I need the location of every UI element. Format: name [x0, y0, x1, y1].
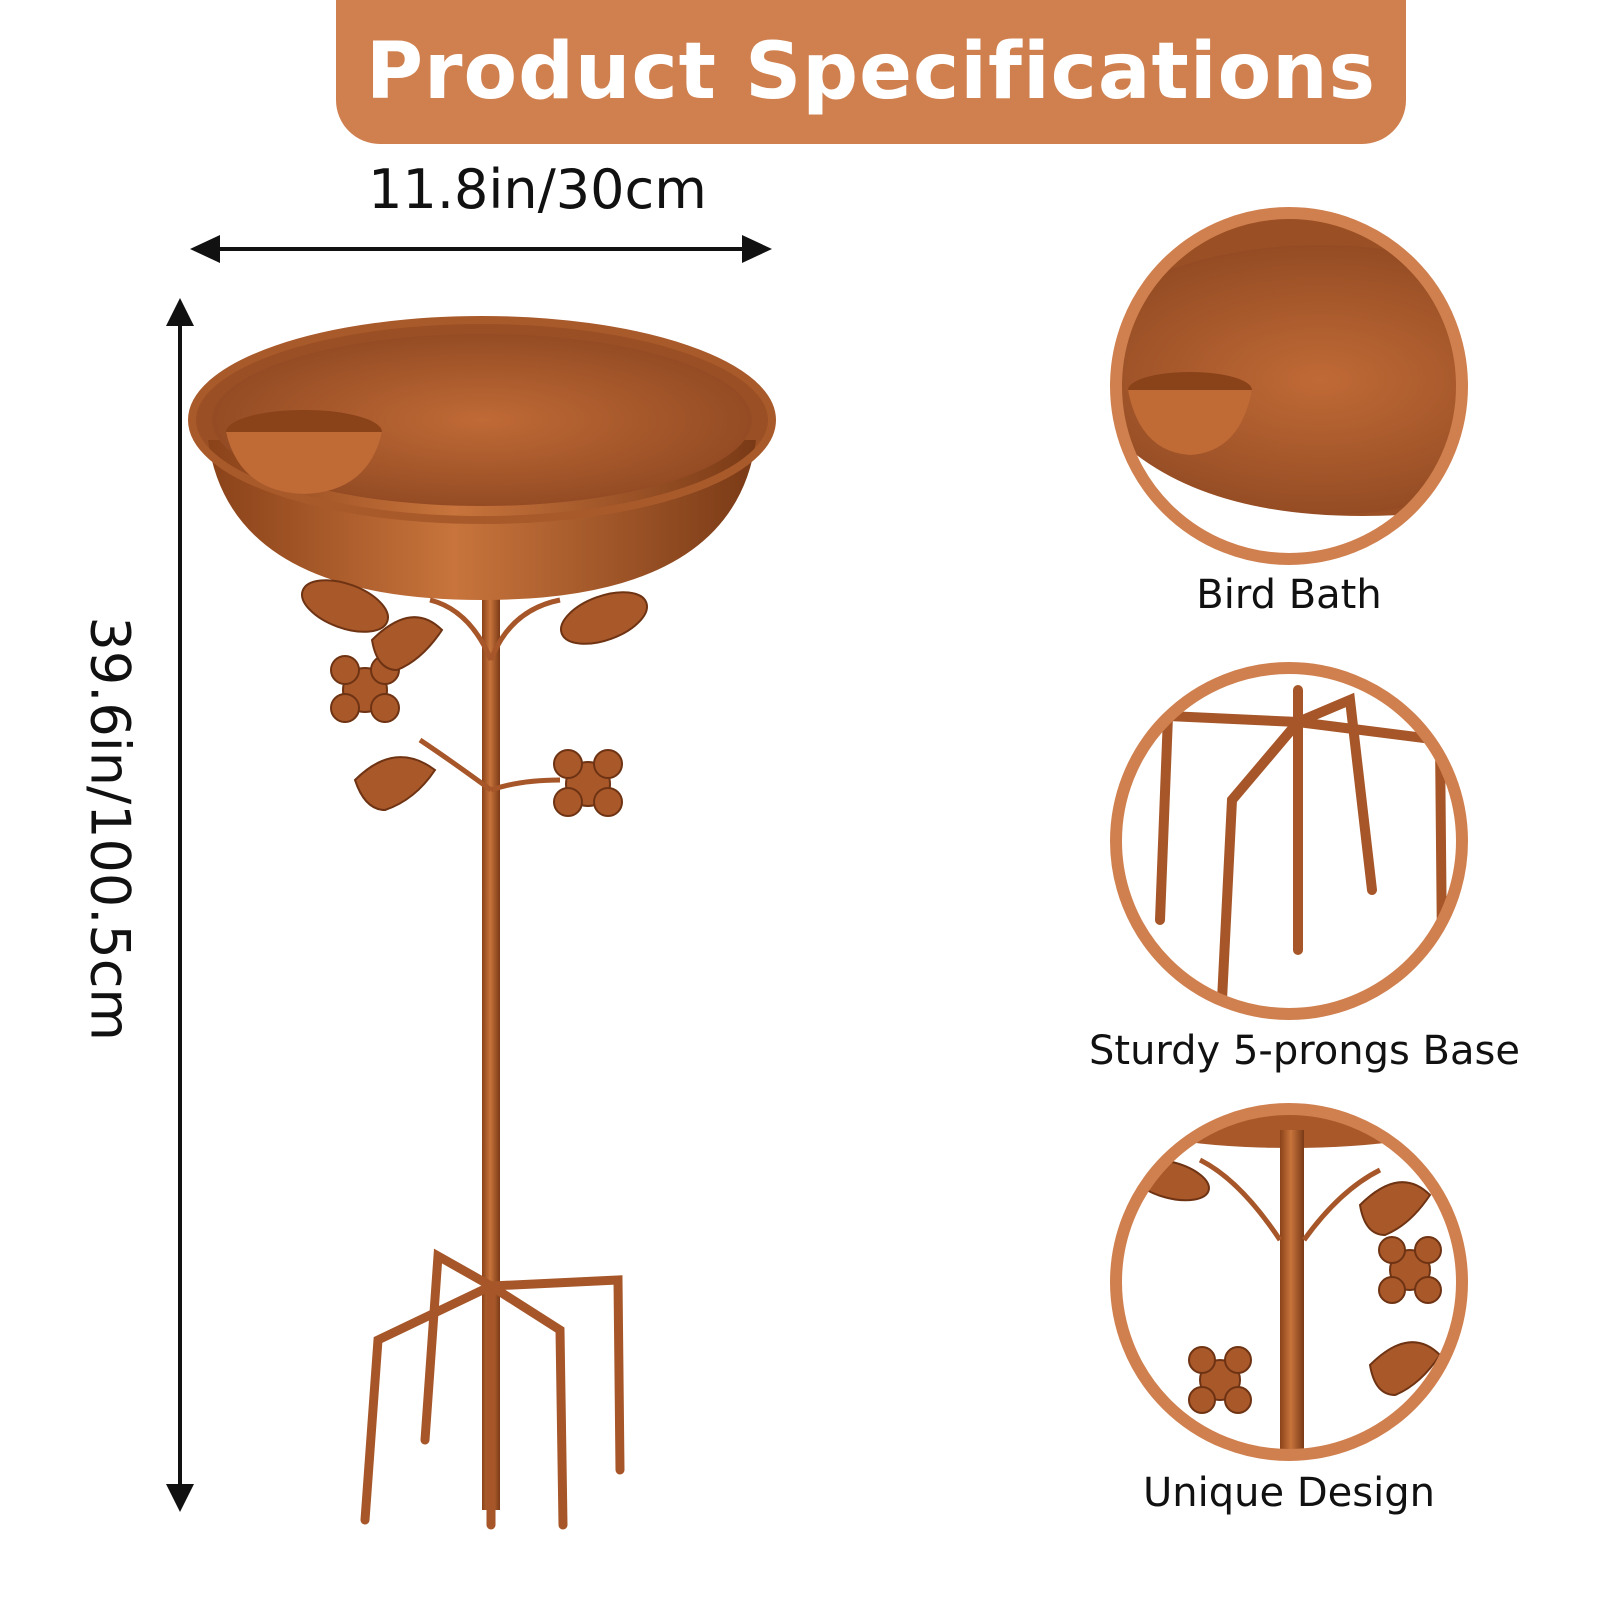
title-banner: Product Specifications: [336, 0, 1406, 144]
detail-circle-prongs: [1110, 662, 1468, 1020]
page-title: Product Specifications: [365, 27, 1377, 117]
detail-circle-bird-bath: [1110, 207, 1468, 565]
width-dimension-label: 11.8in/30cm: [368, 158, 707, 221]
detail-label-unique-design: Unique Design: [1143, 1470, 1435, 1516]
width-arrow: [190, 235, 772, 263]
detail-label-bird-bath: Bird Bath: [1196, 572, 1382, 618]
height-arrow: [166, 298, 194, 1512]
detail-circle-unique-design: [1110, 1103, 1468, 1461]
detail-label-prongs: Sturdy 5-prongs Base: [1089, 1028, 1520, 1074]
bird-bath-main: [188, 316, 776, 1530]
